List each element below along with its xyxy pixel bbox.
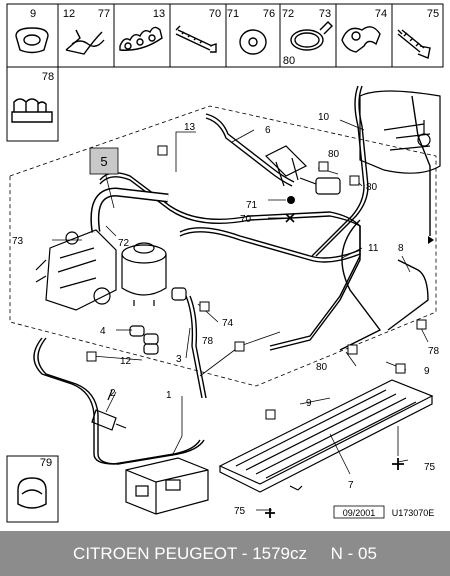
legend-cell-75 <box>391 3 444 68</box>
plus-marker-75b <box>265 508 275 518</box>
callout-72: 72 <box>118 238 130 249</box>
multi-clip-13-icon <box>119 26 163 51</box>
callout-9-b: 9 <box>306 398 312 409</box>
pipe-clip-74-icon <box>341 26 381 53</box>
date-code-box <box>333 505 385 519</box>
clip-79-icon <box>17 477 47 509</box>
sensor-2 <box>91 389 127 431</box>
callout-6: 6 <box>265 125 271 136</box>
legend-num: 75 <box>427 8 439 20</box>
legend-num: 78 <box>42 71 54 83</box>
legend-cell-79 <box>6 455 59 523</box>
legend-num: 79 <box>40 457 52 469</box>
legend-num: 72 <box>282 8 294 20</box>
callout-80-c: 80 <box>316 362 328 373</box>
callout-9-a: 9 <box>424 366 430 377</box>
legend-num: 13 <box>153 8 165 20</box>
callout-11: 11 <box>368 243 379 254</box>
legend-cell-78 <box>6 66 59 142</box>
screw-75-icon <box>397 29 431 59</box>
callout-7: 7 <box>348 480 354 491</box>
reference-code: U173070E <box>392 508 435 518</box>
callout-5-box <box>89 147 119 175</box>
callout-5: 5 <box>100 154 107 169</box>
callout-13: 13 <box>184 122 196 133</box>
fuel-pipes <box>33 85 431 465</box>
callout-labels: 5 6 10 13 80 80 71 70 73 72 11 8 74 4 12… <box>12 112 440 517</box>
legend-num: 74 <box>375 8 387 20</box>
legend-num: 73 <box>319 8 331 20</box>
fuel-tank <box>359 90 441 174</box>
callout-12: 12 <box>120 356 132 367</box>
filter-housing <box>125 457 209 515</box>
valve-bracket <box>264 145 341 195</box>
bolt-70-icon <box>175 25 217 53</box>
callout-73: 73 <box>12 236 24 247</box>
footer-bar: CITROEN PEUGEOT - 1579cz N - 05 <box>0 531 450 576</box>
callout-8: 8 <box>398 243 404 254</box>
callout-10: 10 <box>318 112 330 123</box>
dot-marker-71 <box>287 196 295 204</box>
footer-page: N - 05 <box>330 543 377 563</box>
callout-78-a: 78 <box>202 336 214 347</box>
cross-marker-70 <box>285 213 295 223</box>
clip-9-icon <box>15 27 49 54</box>
fittings-4 <box>129 325 159 355</box>
parts-legend <box>6 3 444 142</box>
callout-1: 1 <box>166 390 172 401</box>
clamp-72-73-icon <box>290 21 333 51</box>
main-assembly <box>9 85 441 515</box>
callout-2: 2 <box>110 388 116 399</box>
legend-num: 80 <box>283 55 295 67</box>
callout-70: 70 <box>240 214 252 225</box>
fuel-filter <box>121 242 167 306</box>
legend-num: 12 <box>63 8 75 20</box>
callout-75-a: 75 <box>424 462 436 473</box>
callout-4: 4 <box>100 326 106 337</box>
fuel-cooler-7 <box>218 379 434 493</box>
connector-74 <box>171 287 187 301</box>
callout-3: 3 <box>176 354 182 365</box>
date-code: 09/2001 <box>343 508 376 518</box>
engine-outline <box>9 105 437 387</box>
callout-boxes <box>86 145 427 420</box>
arrow-marker <box>428 236 434 244</box>
callout-74: 74 <box>222 318 234 329</box>
washer-76-icon <box>239 29 267 55</box>
leader-lines <box>52 119 429 511</box>
plus-marker-75 <box>392 458 404 470</box>
double-clip-78-icon <box>11 98 53 123</box>
legend-num: 70 <box>209 8 221 20</box>
callout-80-b: 80 <box>366 182 378 193</box>
legend-num: 9 <box>30 8 36 20</box>
injection-pump <box>35 229 117 311</box>
callout-78-b: 78 <box>428 346 440 357</box>
legend-num: 76 <box>263 8 275 20</box>
legend-num: 71 <box>227 8 239 20</box>
callout-80-a: 80 <box>328 149 340 160</box>
clip-12-icon <box>65 29 105 55</box>
footer-brand: CITROEN PEUGEOT - 1579cz <box>73 543 308 563</box>
callout-75-b: 75 <box>234 506 246 517</box>
legend-num: 77 <box>98 8 110 20</box>
callout-71: 71 <box>246 200 258 211</box>
